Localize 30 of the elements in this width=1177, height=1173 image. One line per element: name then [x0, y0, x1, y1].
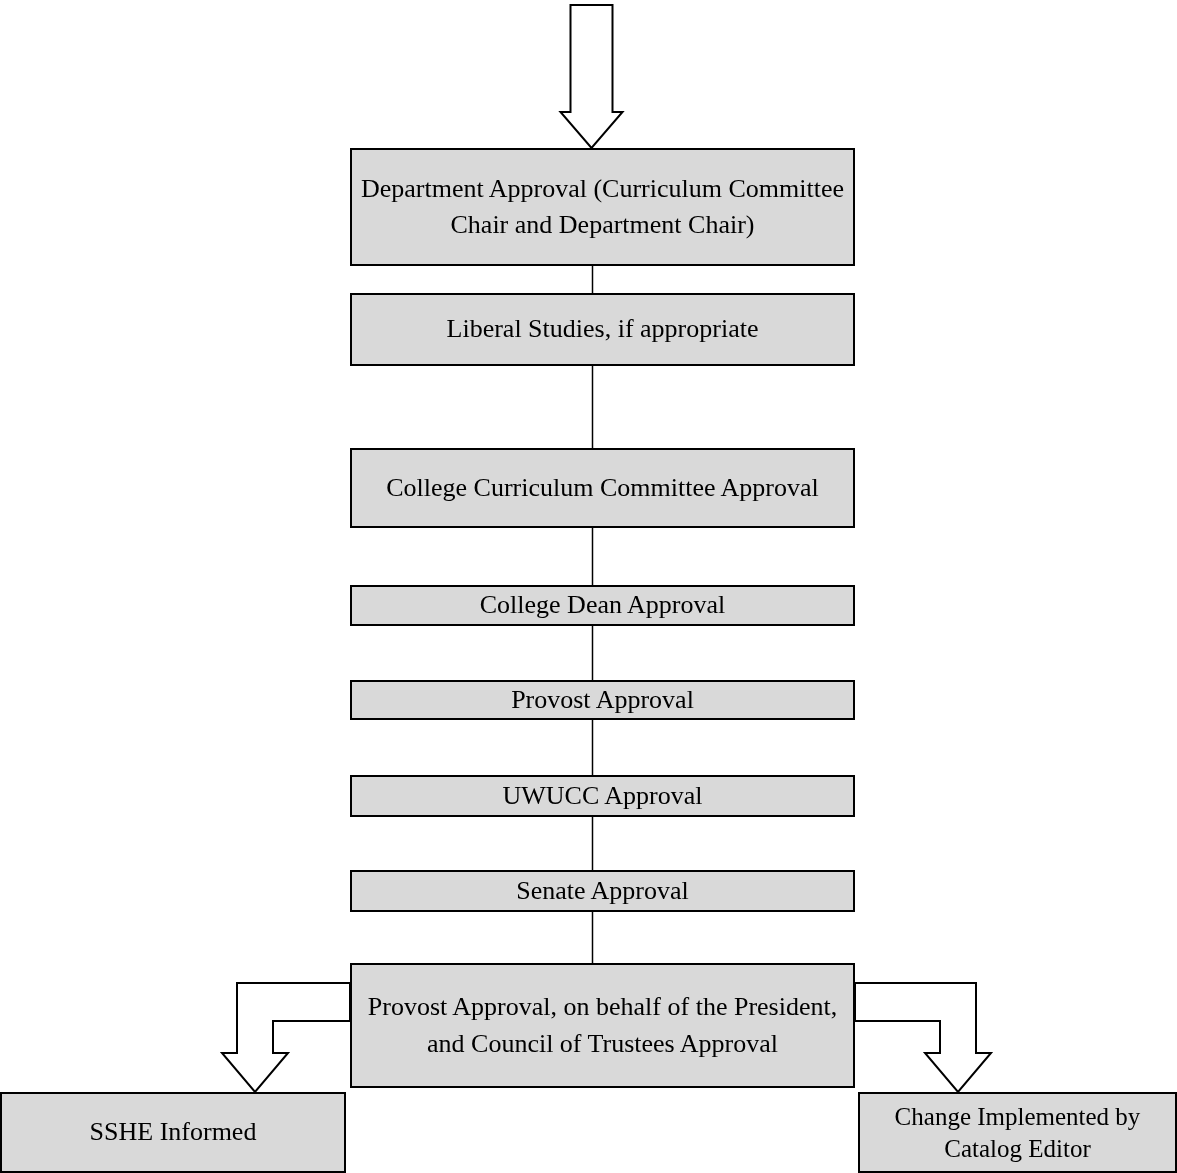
connector-line — [591, 719, 594, 776]
process-box — [858, 1092, 1177, 1173]
box-label: College Dean Approval — [478, 589, 727, 622]
connector-line — [591, 911, 594, 964]
process-box — [350, 870, 855, 912]
connector-line — [591, 816, 594, 871]
process-box — [350, 148, 855, 266]
connector-line — [591, 365, 594, 449]
block-arrow — [854, 982, 994, 1094]
box-label: Change Implemented by Catalog Editor — [893, 1102, 1142, 1164]
process-box — [350, 585, 855, 626]
connector-line — [591, 265, 594, 294]
box-label: UWUCC Approval — [501, 779, 704, 812]
box-label: College Curriculum Committee Approval — [385, 471, 820, 504]
process-box — [350, 293, 855, 366]
box-label: Liberal Studies, if appropriate — [445, 313, 760, 346]
process-box — [350, 963, 855, 1088]
connector-line — [591, 625, 594, 681]
box-label: Department Approval (Curriculum Committee Chair and Department Chair) — [359, 172, 846, 241]
block-arrow — [219, 982, 351, 1094]
box-label: Provost Approval, on behalf of the President, and Council of Trustees Approval — [366, 991, 839, 1060]
box-label: Provost Approval — [510, 683, 695, 716]
process-box — [350, 680, 855, 720]
block-arrow — [558, 4, 625, 150]
box-label: SSHE Informed — [88, 1116, 258, 1149]
process-box — [350, 775, 855, 817]
connector-line — [591, 527, 594, 586]
process-box — [0, 1092, 346, 1173]
process-box — [350, 448, 855, 528]
box-label: Senate Approval — [515, 874, 690, 907]
